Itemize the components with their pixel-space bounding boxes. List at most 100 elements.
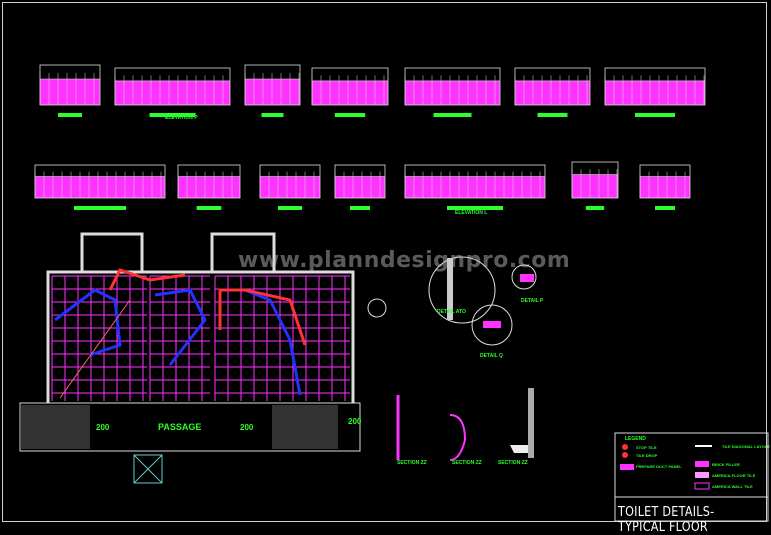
elevation-panel (259, 164, 321, 210)
elevation-outline (311, 67, 389, 106)
legend-heading: LEGEND (625, 436, 646, 442)
elevation-title-bar (655, 206, 675, 210)
elevation-outline (34, 164, 166, 199)
elevations-group (34, 64, 706, 210)
elevation-panel (39, 64, 101, 117)
elevation-outline (244, 64, 301, 106)
elevation-l-label: ELEVATION L (455, 210, 487, 216)
elevation-title-bar (537, 113, 568, 117)
elevation-panel (334, 164, 386, 210)
detail-p-fill (520, 274, 534, 282)
elevation-outline (604, 67, 706, 106)
detail-a-circle (428, 256, 496, 324)
cold-water-pipe (244, 288, 302, 396)
detail-p-label: DETAIL P (521, 298, 544, 304)
detail-p-circle (511, 264, 537, 290)
elevation-title-bar (334, 113, 366, 117)
hot-water-pipe (108, 268, 186, 291)
legend-item: TILE DROP (636, 453, 658, 458)
elevation-title-bar (585, 206, 605, 210)
elevation-panel (114, 67, 231, 117)
drawing-border (2, 2, 767, 522)
hot-water-pipe (59, 299, 131, 399)
wall-tile-fill (312, 80, 388, 105)
toilet-floor-plan (19, 232, 361, 484)
elevation-title-bar (278, 206, 302, 210)
elevation-outline (404, 164, 546, 199)
elevation-title-bar (74, 206, 126, 210)
elevation-title-bar (350, 206, 370, 210)
hot-water-pipe (218, 288, 307, 346)
detail-a-wall (447, 258, 453, 320)
floor-tile-grid (51, 275, 350, 401)
elevation-panel (571, 161, 619, 210)
elevation-panel (514, 67, 591, 117)
elevation-title-bar (447, 206, 503, 210)
hatched-wall-right (272, 405, 338, 449)
wall-tile-fill (572, 174, 618, 198)
elevation-title-bar (196, 206, 222, 210)
section-wall (528, 388, 534, 458)
legend-item: TILE DIAGONAL LAYOUT (722, 444, 771, 449)
legend-item: AMERICA WALL TILE (712, 484, 753, 489)
dim-tag: 200 (348, 417, 362, 426)
elevation-outline (404, 67, 501, 106)
wall-tile-fill (335, 176, 385, 198)
elevation-panel (177, 164, 241, 210)
elevation-panel (244, 64, 301, 117)
wall-tile-fill (405, 80, 500, 105)
cold-water-pipe (154, 288, 207, 366)
legend-item: PREPARE DUCT PANEL (636, 464, 682, 469)
elevation-outline (571, 161, 619, 199)
elevation-panel (404, 164, 546, 210)
wall-tile-fill (605, 80, 705, 105)
elevation-outline (639, 164, 691, 199)
drawing-title: TOILET DETAILS-TYPICAL FLOOR (618, 505, 715, 535)
details-group (367, 256, 537, 461)
section-label: SECTION ZZ (498, 460, 528, 466)
elevation-title-bar (261, 113, 284, 117)
elevation-title-bar (635, 113, 675, 117)
dim-tag: 200 (240, 423, 254, 432)
wall-tile-fill (515, 80, 590, 105)
elevation-panel (604, 67, 706, 117)
wall-tile-fill (115, 80, 230, 105)
wall-tile-fill (35, 176, 165, 198)
elevation-panel (311, 67, 389, 117)
elevation-outline (334, 164, 386, 199)
cold-water-pipe (54, 288, 122, 357)
section-label: SECTION ZZ (397, 460, 427, 466)
elevation-title-bar (58, 113, 82, 117)
elevation-panel (34, 164, 166, 210)
legend-item: BRICK FILLER (712, 462, 740, 467)
elevation-title-bar (433, 113, 472, 117)
elevation-outline (259, 164, 321, 199)
elevation-p-label: ELEVATION P (165, 115, 198, 121)
wall-tile-fill (178, 176, 240, 198)
legend-drop-icon (622, 452, 628, 458)
elevation-outline (114, 67, 231, 106)
elevation-panel (639, 164, 691, 210)
legend-item: STOP TILE (636, 445, 657, 450)
elevation-outline (514, 67, 591, 106)
detail-q-label: DETAIL Q (480, 353, 503, 359)
shaft-cross (133, 454, 163, 484)
legend-item: AMERICA FLOOR TILE (712, 473, 756, 478)
legend-swatch-wall (694, 482, 710, 490)
elevation-title-bar (149, 113, 196, 117)
section-label: SECTION ZZ (452, 460, 482, 466)
legend-swatch-duct (620, 464, 634, 470)
wc-section (510, 445, 528, 453)
detail-q-circle (471, 304, 513, 346)
elevation-outline (39, 64, 101, 106)
elevation-panel (404, 67, 501, 117)
detail-a-label: DETAIL ATO (437, 309, 466, 315)
wall-tile-fill (640, 176, 690, 198)
dim-tag: 200 (96, 423, 110, 432)
legend-swatch-brick (695, 461, 709, 467)
legend-stop-icon (622, 444, 628, 450)
urinal-section (449, 414, 467, 461)
shaft (133, 454, 163, 484)
detail-small-circle (367, 298, 387, 318)
